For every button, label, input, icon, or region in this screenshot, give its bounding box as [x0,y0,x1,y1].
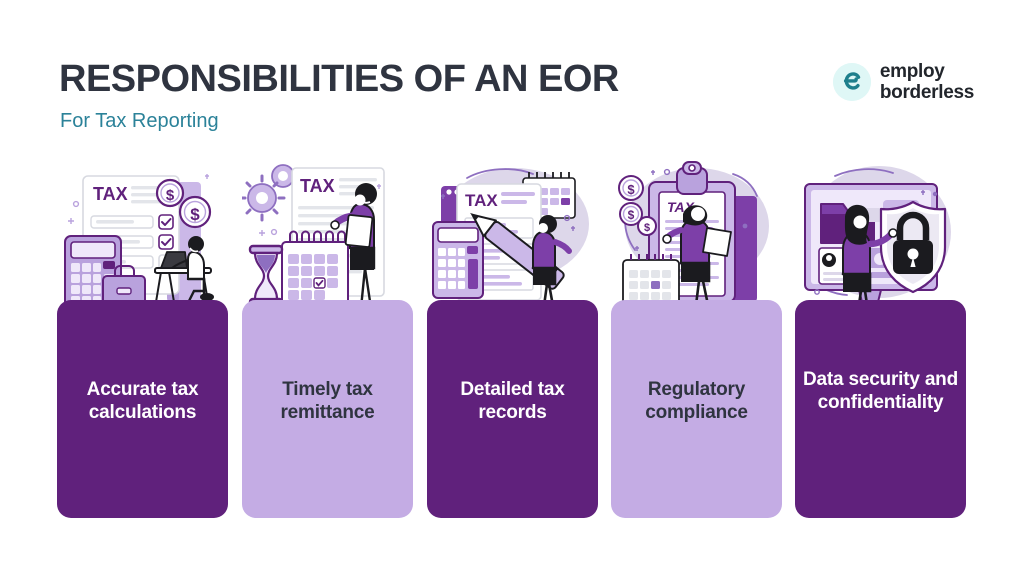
card-label: Regulatory compliance [645,379,748,423]
svg-text:TAX: TAX [465,191,498,210]
card-label: Timely tax remittance [280,379,375,423]
page-subtitle: For Tax Reporting [60,110,219,132]
brand-logo-text: employ borderless [880,62,974,102]
tax-records-pen-illustration: TAX [427,160,598,320]
svg-text:$: $ [628,208,635,222]
card-label: Data security and confidentiality [803,369,958,413]
svg-text:TAX: TAX [93,184,128,204]
svg-text:$: $ [190,205,200,224]
card-timely-tax-remittance[interactable]: Timely tax remittance [242,300,413,518]
card-accurate-tax-calculations[interactable]: Accurate tax calculations [57,300,228,518]
page-title: RESPONSIBILITIES OF AN EOR [59,58,619,100]
brand-line-2: borderless [879,82,974,103]
brand-line-1: employ [879,61,945,82]
shield-lock-data-security-illustration [795,160,966,320]
card-label: Accurate tax calculations [86,379,199,423]
svg-text:$: $ [166,187,175,204]
brand-logo: employ borderless [832,62,974,102]
svg-text:$: $ [644,222,650,234]
svg-text:TAX: TAX [300,176,335,196]
card-label: Detailed tax records [460,379,565,423]
clipboard-compliance-illustration: TAX $ $ [611,160,782,320]
card-detailed-tax-records[interactable]: Detailed tax records [427,300,598,518]
calendar-hourglass-illustration: TAX [242,160,413,320]
employ-borderless-e-icon [832,63,871,101]
tax-form-calculator-desk-illustration: TAX [57,160,228,320]
card-data-security-and-confidentiality[interactable]: Data security and confidentiality [795,300,966,518]
page-header: RESPONSIBILITIES OF AN EOR For Tax Repor… [0,0,1024,150]
card-regulatory-compliance[interactable]: Regulatory compliance [611,300,782,518]
responsibility-card-row: TAX [0,150,1024,530]
svg-text:$: $ [627,182,635,197]
